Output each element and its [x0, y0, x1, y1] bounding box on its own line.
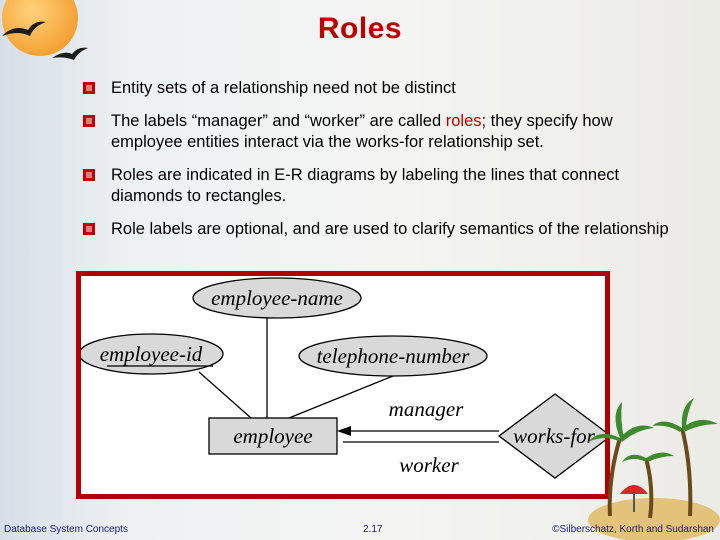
bullet-item: Roles are indicated in E-R diagrams by l… [83, 165, 683, 207]
square-bullet-icon [83, 115, 95, 127]
footer-page-number: 2.17 [363, 524, 382, 535]
bullet-text: Entity sets of a relationship need not b… [111, 79, 456, 97]
square-bullet-icon [83, 82, 95, 94]
slide-title: Roles [0, 12, 720, 46]
palm-island-decoration [580, 398, 720, 540]
er-diagram-frame: employee-name employee-id telephone-numb… [76, 271, 610, 499]
footer-book-title: Database System Concepts [4, 524, 128, 535]
roles-highlight: roles [446, 112, 482, 130]
attribute-line [289, 376, 393, 418]
bullet-item: Entity sets of a relationship need not b… [83, 78, 683, 99]
er-diagram: employee-name employee-id telephone-numb… [81, 276, 605, 494]
bullet-list: Entity sets of a relationship need not b… [83, 78, 683, 252]
role-worker-label: worker [399, 453, 459, 477]
bullet-item: The labels “manager” and “worker” are ca… [83, 111, 683, 153]
bullet-item: Role labels are optional, and are used t… [83, 219, 683, 240]
arrow-head-icon [337, 426, 351, 436]
bullet-text: Roles are indicated in E-R diagrams by l… [111, 166, 619, 205]
attribute-telephone-number-label: telephone-number [317, 344, 471, 368]
role-manager-label: manager [389, 397, 464, 421]
square-bullet-icon [83, 223, 95, 235]
attribute-employee-id-label: employee-id [100, 342, 203, 366]
palm-leaves-icon [588, 398, 718, 462]
entity-employee-label: employee [233, 424, 312, 448]
attribute-line [199, 372, 251, 418]
square-bullet-icon [83, 169, 95, 181]
footer-copyright: ©Silberschatz, Korth and Sudarshan [552, 524, 714, 535]
attribute-employee-name-label: employee-name [211, 286, 343, 310]
bullet-text: The labels “manager” and “worker” are ca… [111, 112, 446, 130]
bullet-text: Role labels are optional, and are used t… [111, 220, 669, 238]
